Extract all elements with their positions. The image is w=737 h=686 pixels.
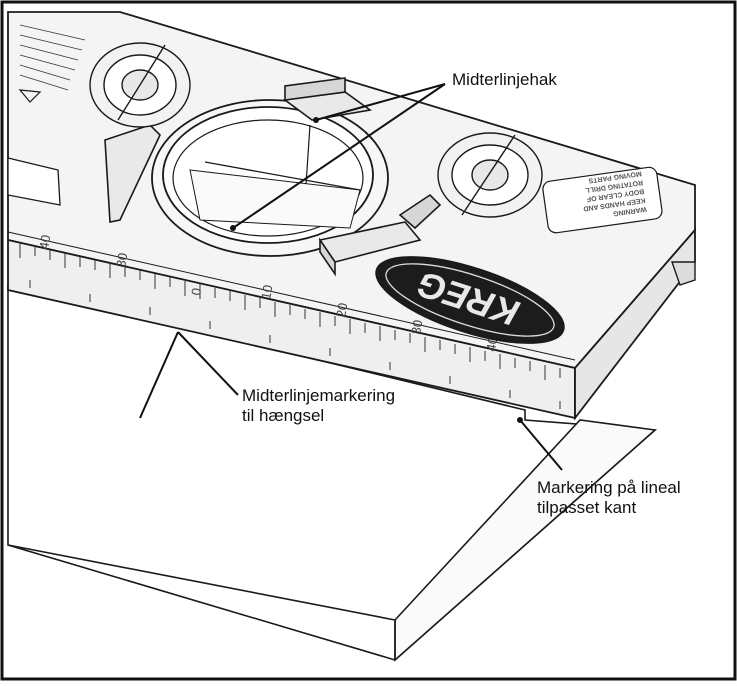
label-hinge-line-1: Midterlinjemarkering — [242, 386, 396, 405]
label-edge-mark-2: tilpasset kant — [537, 498, 637, 517]
ruler-ticks — [19, 243, 561, 409]
label-edge-mark-1: Markering på lineal — [537, 478, 681, 497]
right-dial — [437, 132, 543, 218]
warning-title: WARNING — [612, 205, 647, 217]
callout-lines — [139, 83, 563, 471]
ruler-numbers: 40 30 0 10 20 30 40 — [36, 234, 500, 353]
warning-label: WARNING KEEP HANDS AND BODY CLEAR OF ROT… — [542, 166, 663, 234]
ruler-number: 10 — [258, 284, 275, 301]
center-circle — [151, 99, 389, 257]
ruler-number: 20 — [333, 302, 350, 319]
callout-dots — [230, 117, 523, 423]
label-center-notch: Midterlinjehak — [452, 70, 557, 89]
ruler-number: 40 — [36, 234, 53, 251]
ruler-number: 0 — [188, 287, 204, 297]
ruler-number: 30 — [408, 319, 425, 336]
ruler-number: 30 — [113, 252, 130, 269]
left-dial — [89, 42, 191, 128]
upper-left-text — [18, 24, 86, 103]
end-tab — [671, 261, 696, 286]
board — [7, 283, 657, 662]
label-hinge-line-2: til hængsel — [242, 406, 325, 425]
left-plate — [7, 157, 61, 206]
notch-blocks — [104, 77, 442, 277]
